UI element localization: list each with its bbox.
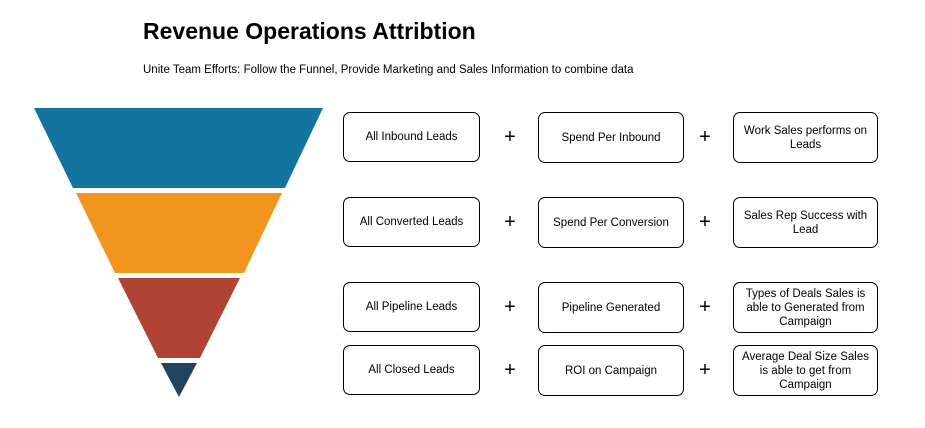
inbound-leads-box: All Inbound Leads xyxy=(343,112,480,162)
pipeline-generated-box: Pipeline Generated xyxy=(538,282,684,333)
plus-sign: + xyxy=(699,296,711,318)
sales-rep-success-box: Sales Rep Success with Lead xyxy=(733,197,878,248)
plus-sign: + xyxy=(504,296,516,318)
plus-sign: + xyxy=(504,211,516,233)
funnel-stage-closed xyxy=(161,363,197,397)
converted-leads-box: All Converted Leads xyxy=(343,197,480,247)
plus-sign: + xyxy=(699,359,711,381)
plus-sign: + xyxy=(504,126,516,148)
spend-per-inbound-box: Spend Per Inbound xyxy=(538,112,684,163)
closed-leads-box: All Closed Leads xyxy=(343,345,480,395)
plus-sign: + xyxy=(699,211,711,233)
funnel-stage-inbound xyxy=(34,108,323,188)
spend-per-conversion-box: Spend Per Conversion xyxy=(538,197,684,248)
pipeline-leads-box: All Pipeline Leads xyxy=(343,282,480,332)
sales-work-box: Work Sales performs on Leads xyxy=(733,112,878,163)
page-title: Revenue Operations Attribtion xyxy=(143,18,476,44)
deal-types-box: Types of Deals Sales is able to Generate… xyxy=(733,282,878,333)
average-deal-size-box: Average Deal Size Sales is able to get f… xyxy=(733,345,878,396)
plus-sign: + xyxy=(699,126,711,148)
funnel-stage-pipeline xyxy=(118,278,240,358)
funnel-stage-converted xyxy=(76,193,282,273)
roi-on-campaign-box: ROI on Campaign xyxy=(538,345,684,396)
page-subtitle: Unite Team Efforts: Follow the Funnel, P… xyxy=(143,64,634,76)
plus-sign: + xyxy=(504,359,516,381)
